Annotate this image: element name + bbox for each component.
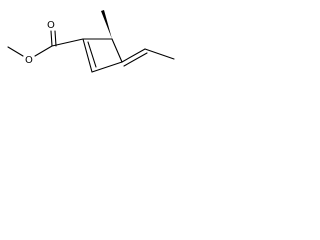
bond-ring-c4-c1-a	[82, 38, 93, 73]
bond-ring-c4-c1-b	[87, 41, 97, 68]
bond-methyl-oxygen	[7, 46, 24, 57]
atom-ether-oxygen: O	[25, 55, 33, 66]
bond-ring-c3-c4	[91, 61, 123, 73]
bond-carbonyl-double-b	[54, 30, 57, 47]
bond-ring-c2-c3	[111, 38, 123, 63]
bond-exocyclic-double-a	[121, 48, 146, 63]
atom-carbonyl-oxygen: O	[47, 20, 55, 31]
bond-ethylidene-methyl	[144, 48, 175, 60]
bond-exocyclic-double-b	[123, 52, 148, 67]
bond-carbonyl-double-a	[50, 30, 53, 47]
bond-oxygen-carbonyl-carbon	[34, 45, 53, 57]
bond-methyl-wedge	[101, 10, 112, 39]
molecule-structure: O O	[7, 10, 175, 73]
bond-carbonyl-ring	[51, 38, 84, 47]
